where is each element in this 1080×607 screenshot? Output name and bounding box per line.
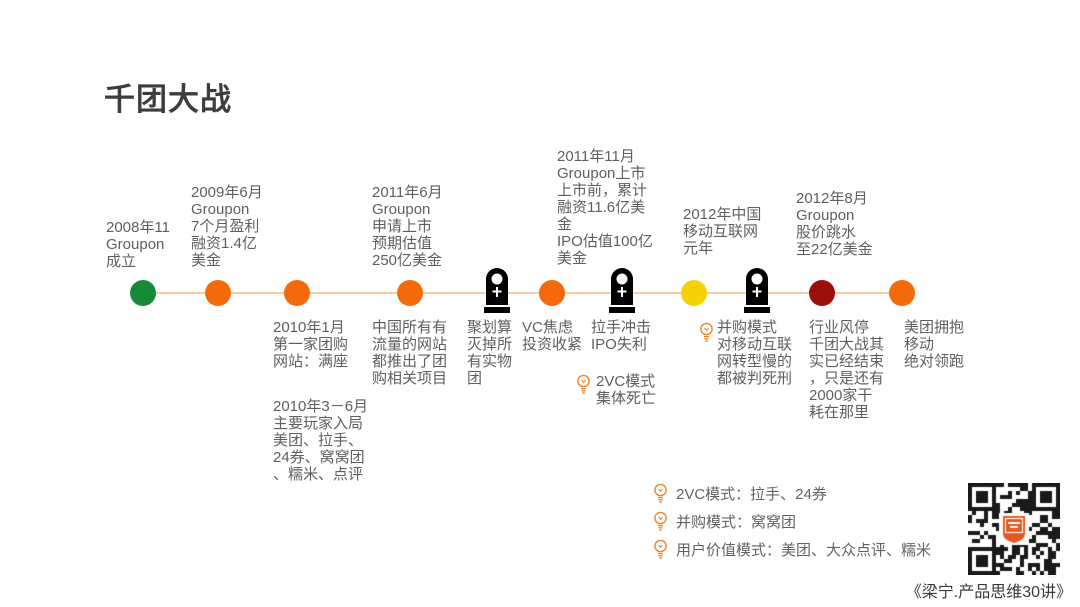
timeline-dot-2011-listed [539, 280, 565, 306]
event-text-2010-first-site: 2010年1月 第一家团购 网站：满座 [273, 319, 349, 370]
legend-label: 用户价值模式：美团、大众点评、糯米 [676, 541, 932, 559]
page-title: 千团大战 [104, 82, 232, 117]
tombstone-icon [742, 267, 772, 313]
event-text-all-sites-groupbuy: 中国所有有 流量的网站 都推出了团 购相关项目 [372, 319, 448, 387]
event-text-2011-ipo-filing: 2011年6月 Groupon 申请上市 预期估值 250亿美金 [372, 184, 443, 269]
legend-item-2vc: 2VC模式：拉手、24券 [653, 479, 931, 507]
lightbulb-icon [653, 483, 668, 503]
event-note-ma-mode: 并购模式 对移动互联 网转型慢的 都被判死刑 [717, 319, 793, 387]
timeline-dot-2011-ipo-filing [397, 280, 423, 306]
tombstone-icon [482, 267, 512, 313]
event-text-2010-players: 2010年3－6月 主要玩家入局 美团、拉手、 24券、窝窝团 、糯米、点评 [273, 398, 369, 483]
event-text-2009-profit: 2009年6月 Groupon 7个月盈利 融资1.4亿 美金 [191, 184, 263, 269]
event-note-2vc-mode-dead: 2VC模式 集体死亡 [596, 373, 657, 407]
lightbulb-icon [699, 322, 714, 342]
timeline-axis [143, 292, 903, 294]
legend-item-ma: 并购模式：窝窝团 [653, 507, 931, 535]
timeline-dot-2012-mobile-year [681, 280, 707, 306]
event-text-industry-over: 行业风停 千团大战其 实已经结束 ，只是还有 2000家干 耗在那里 [809, 319, 885, 421]
timeline-dot-2010-first-site [284, 280, 310, 306]
lightbulb-icon [576, 374, 591, 394]
event-text-2012-mobile-year: 2012年中国 移动互联网 元年 [683, 206, 762, 257]
event-text-2012-stock-drop: 2012年8月 Groupon 股价跳水 至22亿美金 [796, 190, 873, 258]
lightbulb-icon [653, 511, 668, 531]
event-text-2008-founded: 2008年11 Groupon 成立 [106, 219, 170, 270]
timeline-dot-meituan-lead [889, 280, 915, 306]
event-text-vc-anxiety: VC焦虑 投资收紧 [522, 319, 583, 353]
event-text-lashou-ipo: 拉手冲击 IPO失利 [591, 319, 652, 353]
legend: 2VC模式：拉手、24券 并购模式：窝窝团 [653, 479, 931, 563]
event-text-juhuasuan: 聚划算 灭掉所 有实物 团 [467, 319, 513, 387]
legend-label: 并购模式：窝窝团 [676, 513, 797, 531]
tombstone-icon [607, 267, 637, 313]
legend-item-user-value: 用户价值模式：美团、大众点评、糯米 [653, 535, 931, 563]
legend-label: 2VC模式：拉手、24券 [676, 485, 827, 503]
timeline-dot-2009-profit [205, 280, 231, 306]
timeline-dot-2012-stock-drop [809, 280, 835, 306]
lightbulb-icon [653, 539, 668, 559]
event-text-2011-listed: 2011年11月 Groupon上市 上市前，累计 融资11.6亿美 金 IPO… [557, 148, 653, 267]
qr-code [968, 483, 1060, 575]
source-caption: 《梁宁.产品思维30讲》 [905, 584, 1072, 601]
event-text-meituan-lead: 美团拥抱 移动 绝对领跑 [904, 319, 965, 370]
timeline-dot-2008-founded [130, 280, 156, 306]
